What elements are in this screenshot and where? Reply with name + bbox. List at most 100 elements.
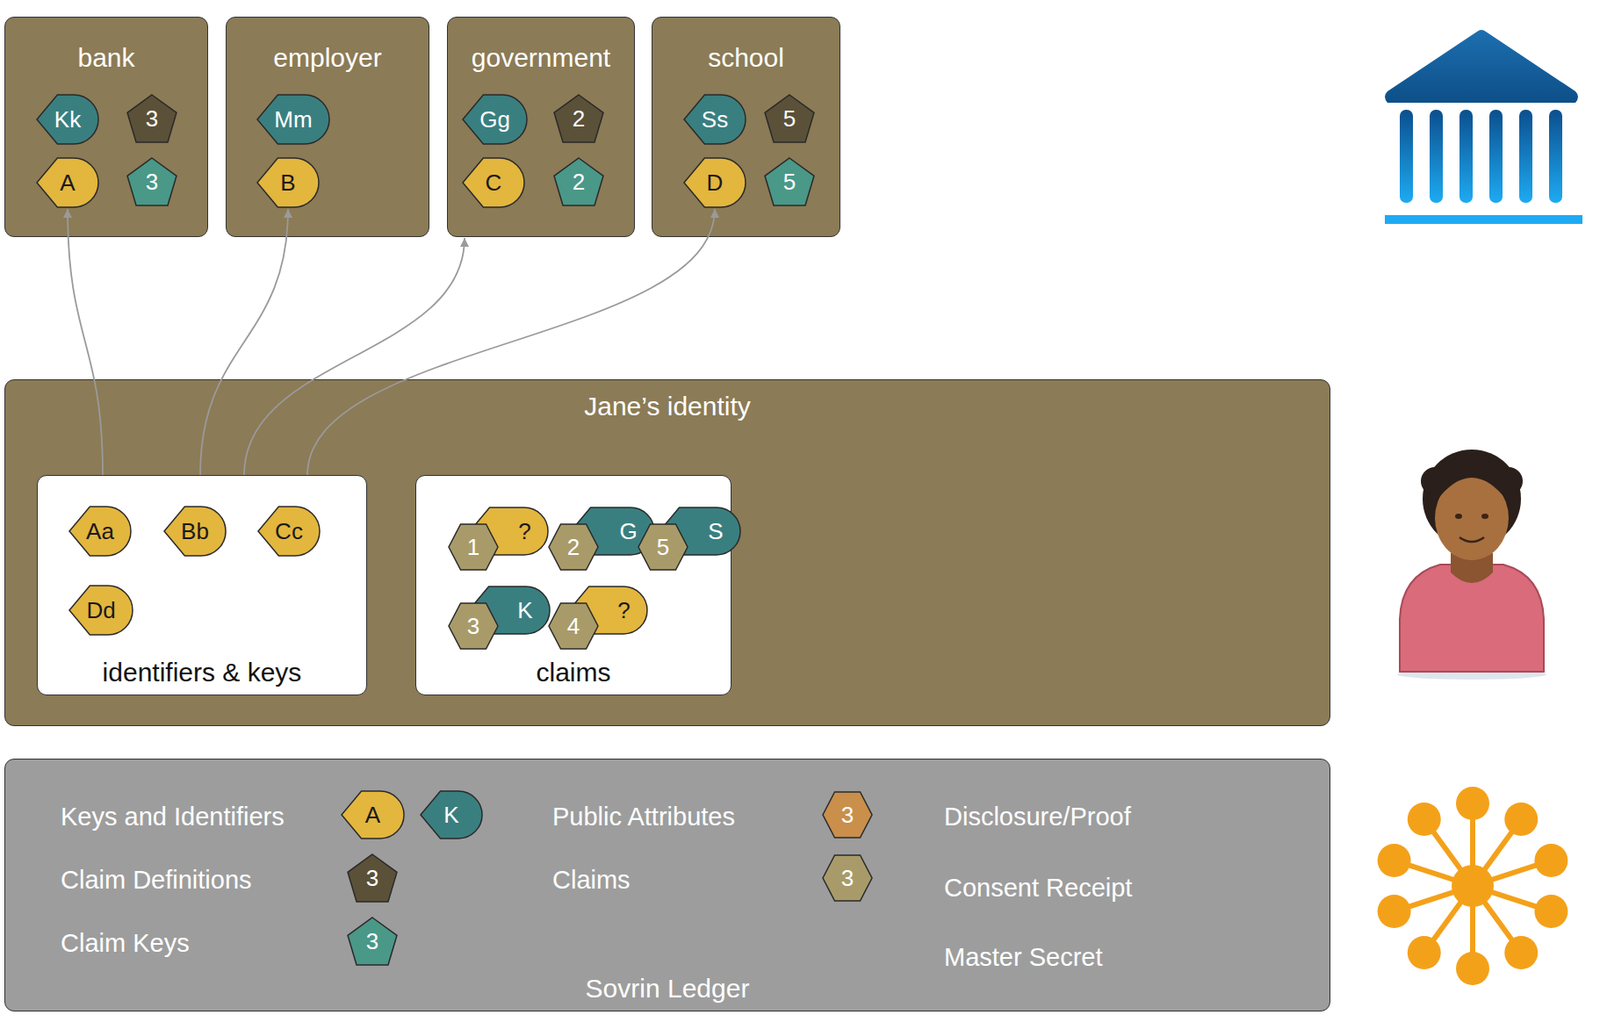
logo-hub: [1451, 864, 1494, 908]
identifier-key-tag: B: [256, 157, 320, 209]
claim-definition-pentagon: 3: [126, 93, 178, 144]
shape-label: Bb: [180, 518, 210, 545]
identifiers-box: identifiers & keysAaBbCcDd: [36, 475, 368, 696]
identifier-key-tag: Bb: [163, 505, 227, 557]
shape-label: B: [280, 169, 296, 196]
claim-definition-pentagon-path: [347, 854, 397, 902]
shape-label: 5: [783, 105, 796, 132]
shape-label: 1: [467, 533, 480, 561]
identifier-key-tag-path: [69, 506, 131, 556]
sovrin-logo: [1377, 786, 1569, 986]
logo-dot: [1455, 786, 1490, 821]
identifier-key-tag-path: [36, 94, 99, 145]
title-holder: bank: [5, 42, 208, 74]
logo-dot: [1407, 936, 1442, 970]
identifier-key-tag-path: [257, 94, 330, 145]
claim-key-pentagon-path: [127, 158, 177, 206]
organization-box: employerMmB: [225, 16, 430, 238]
identifier-key-tag-path: [258, 506, 320, 556]
legend-holder: Master Secret: [944, 941, 1103, 973]
legend-holder: Claims: [552, 864, 631, 896]
box-title: government: [447, 42, 635, 74]
identifier-key-tag: Cc: [257, 505, 321, 557]
box-title: Jane’s identity: [5, 390, 1330, 423]
identifier-key-tag: Kk: [36, 93, 100, 145]
legend-holder: Claim Keys: [60, 927, 190, 959]
title-holder: Sovrin Ledger: [5, 972, 1330, 1005]
identity-panel: Jane’s identityidentifiers & keysAaBbCcD…: [4, 379, 1331, 727]
shape-label: 3: [366, 928, 379, 955]
bank-building-icon: [1384, 29, 1583, 224]
person-icon: [1397, 449, 1547, 680]
logo-dot: [1504, 936, 1538, 970]
identifier-key-tag-path: [420, 791, 483, 839]
logo-dot: [1455, 951, 1490, 986]
claims-box: claims?1G2S5K3?4: [415, 475, 732, 696]
legend-holder: Claim Definitions: [60, 864, 253, 896]
organization-box: schoolSs5D5: [651, 16, 841, 238]
title-holder: Jane’s identity: [5, 390, 1330, 423]
box-title: school: [652, 42, 840, 74]
ledger-panel: Sovrin LedgerAK3333Keys and IdentifiersC…: [4, 758, 1331, 1012]
claim-key-pentagon-path: [554, 158, 604, 206]
box-title: bank: [5, 42, 208, 74]
logo-dot: [1504, 802, 1538, 837]
shape-label: 2: [567, 533, 580, 561]
box-title: employer: [226, 42, 429, 74]
claim-hexagon: 1: [447, 523, 499, 571]
title-holder: school: [652, 42, 840, 74]
identifier-key-tag-path: [36, 158, 99, 208]
identifier-key-tag-path: [684, 94, 746, 145]
shape-label: A: [59, 169, 75, 196]
connector-arrow: [200, 209, 289, 476]
title-holder: identifiers & keys: [37, 656, 367, 689]
shape-label: 2: [572, 168, 585, 195]
logo-dot: [1407, 802, 1442, 837]
legend-label: Claims: [552, 864, 631, 896]
logo-dot: [1534, 843, 1568, 878]
legend-label: Claim Definitions: [60, 864, 253, 896]
box-title: Sovrin Ledger: [5, 972, 1330, 1005]
shape-label: 4: [567, 612, 580, 640]
shape-label: 5: [783, 168, 796, 195]
legend-holder: Consent Receipt: [944, 872, 1132, 904]
shape-label: C: [485, 169, 503, 196]
shape-label: K: [517, 597, 533, 624]
shape-label: A: [365, 801, 381, 829]
shape-label: K: [443, 801, 459, 829]
identifier-key-tag-path: [462, 94, 527, 145]
identifier-key-tag-path: [684, 158, 746, 208]
shape-label: 3: [467, 612, 480, 640]
identifier-key-tag-path: [462, 158, 525, 208]
shape-label: S: [707, 518, 723, 545]
shape-label: ?: [617, 597, 630, 624]
claim-key-pentagon: 3: [346, 916, 398, 966]
claim-hexagon-path: [822, 855, 873, 901]
claim-hexagon-path: [448, 524, 498, 570]
shape-label: Ss: [701, 106, 728, 133]
shape-label: 3: [145, 105, 159, 132]
shape-label: 3: [145, 168, 159, 195]
identifier-key-tag: Gg: [461, 93, 528, 145]
legend-label: Master Secret: [944, 941, 1103, 973]
identifier-key-tag: Aa: [68, 505, 132, 557]
title-holder: government: [447, 42, 635, 74]
legend-holder: Disclosure/Proof: [944, 800, 1132, 833]
shape-label: 5: [656, 533, 670, 561]
shape-label: Mm: [273, 106, 312, 133]
claim-definition-pentagon-path: [554, 94, 604, 143]
title-holder: employer: [226, 42, 429, 74]
shape-label: ?: [518, 518, 531, 545]
claim-definition-pentagon: 2: [553, 93, 605, 144]
legend-label: Keys and Identifiers: [60, 800, 285, 833]
claim-key-pentagon: 5: [763, 157, 815, 207]
claim-definition-pentagon: 5: [763, 93, 815, 144]
claim-hexagon-path: [548, 603, 599, 649]
identifier-key-tag: C: [461, 157, 526, 209]
identifier-key-tag: Mm: [256, 93, 331, 145]
identifier-key-tag-path: [69, 585, 133, 635]
claim-definition-pentagon: 3: [346, 853, 398, 903]
shape-label: G: [619, 518, 637, 545]
